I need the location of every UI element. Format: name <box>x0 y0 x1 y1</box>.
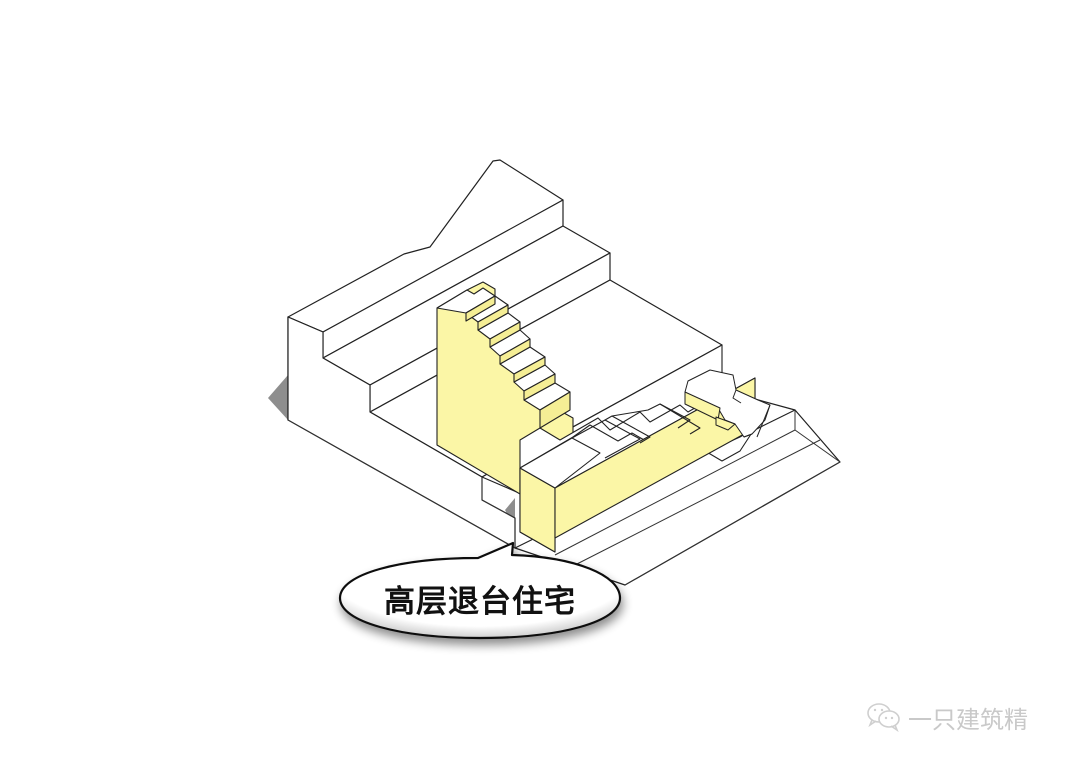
watermark: 一只建筑精 <box>866 700 1028 734</box>
site-edge-lines <box>287 332 841 586</box>
watermark-text: 一只建筑精 <box>908 705 1028 734</box>
small-existing-building <box>684 369 771 438</box>
l-shaped-building <box>436 281 756 553</box>
wechat-icon <box>867 703 900 732</box>
callout-label: 高层退台住宅 <box>384 583 576 620</box>
callout-bubble <box>338 541 622 640</box>
